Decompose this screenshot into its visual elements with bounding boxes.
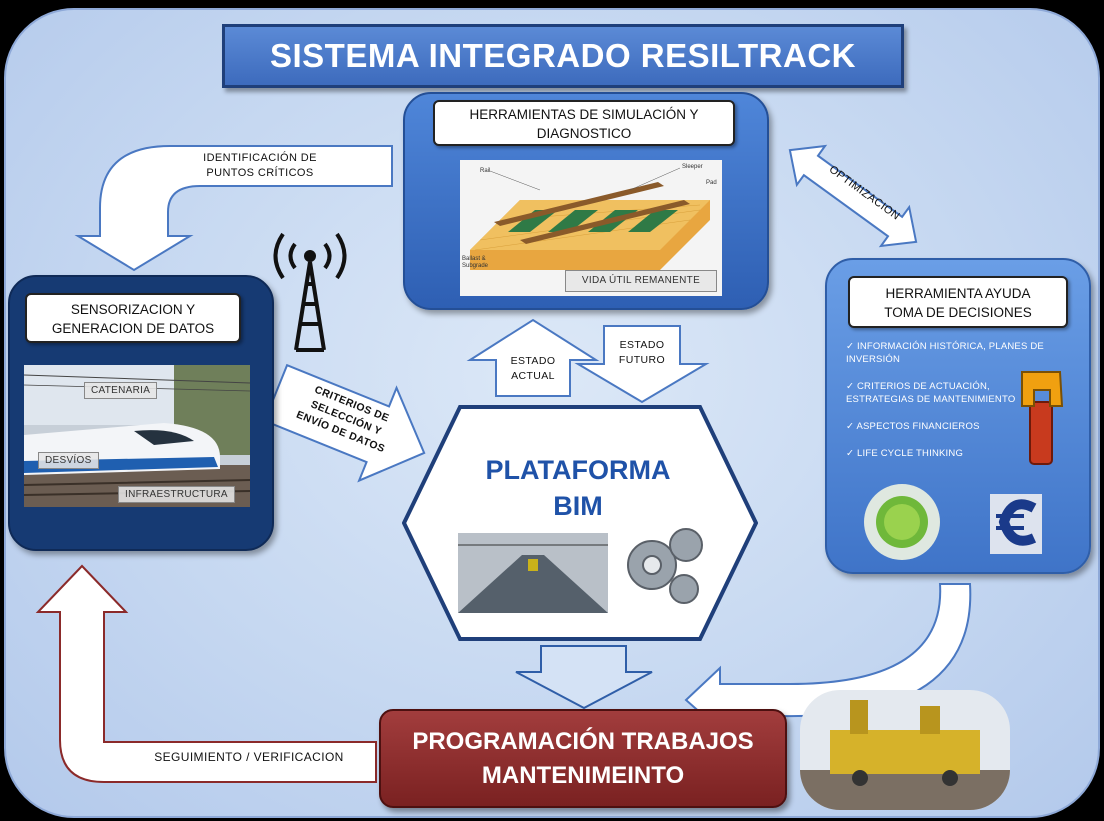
simulation-title-line2: DIAGNOSTICO bbox=[536, 126, 632, 141]
infrastructure-tag: INFRAESTRUCTURA bbox=[118, 486, 235, 503]
maintenance-line1: PROGRAMACIÓN TRABAJOS bbox=[412, 728, 754, 755]
subgrade-label: Subgrade bbox=[462, 263, 489, 269]
criteria-arrow bbox=[263, 363, 426, 483]
decision-item-lifecycle: ✓ LIFE CYCLE THINKING bbox=[846, 448, 964, 459]
maintenance-box: PROGRAMACIÓN TRABAJOS MANTENIMEINTO bbox=[379, 709, 787, 808]
pad-label: Pad bbox=[706, 180, 717, 186]
sensors-title-line2: GENERACION DE DATOS bbox=[51, 321, 215, 336]
future-state-arrow bbox=[574, 325, 710, 404]
current-state-arrow bbox=[466, 318, 600, 397]
decision-item-finance: ✓ ASPECTOS FINANCIEROS bbox=[846, 421, 980, 432]
decision-item-criteria: ✓ CRITERIOS DE ACTUACIÓN, ESTRATEGIAS DE… bbox=[846, 381, 1016, 405]
bim-tunnel-image bbox=[458, 533, 608, 613]
track-model-illustration: Rail Sleeper Pad Ballast & Subgrade bbox=[462, 164, 717, 270]
bim-platform bbox=[401, 405, 759, 641]
identification-line2: PUNTOS CRÍTICOS bbox=[206, 167, 314, 179]
sensors-title: SENSORIZACION Y GENERACION DE DATOS bbox=[25, 293, 241, 343]
maintenance-machine-photo bbox=[800, 690, 1010, 810]
future-state-label: ESTADO FUTURO bbox=[606, 338, 678, 368]
track-model-image: Rail Sleeper Pad Ballast & Subgrade bbox=[460, 160, 722, 296]
sensors-title-line1: SENSORIZACION Y bbox=[70, 302, 196, 317]
current-state-label: ESTADO ACTUAL bbox=[498, 354, 568, 384]
future-state-line2: FUTURO bbox=[618, 354, 666, 366]
bim-to-maintenance-arrow bbox=[515, 645, 653, 710]
decision-title-line1: HERRAMIENTA AYUDA bbox=[885, 286, 1031, 301]
bim-title-line2: BIM bbox=[553, 491, 603, 521]
identification-arrow bbox=[74, 145, 393, 272]
maintenance-line2: MANTENIMEINTO bbox=[481, 762, 685, 789]
simulation-title-line1: HERRAMIENTAS DE SIMULACIÓN Y bbox=[469, 107, 699, 122]
decision-item-history: ✓ INFORMACIÓN HISTÓRICA, PLANES DE INVER… bbox=[846, 341, 1044, 365]
current-state-line2: ACTUAL bbox=[511, 370, 555, 382]
bim-hexagon bbox=[401, 405, 759, 641]
simulation-title: HERRAMIENTAS DE SIMULACIÓN Y DIAGNOSTICO bbox=[433, 100, 735, 146]
identification-line1: IDENTIFICACIÓN DE bbox=[203, 152, 317, 164]
decision-list: ✓ INFORMACIÓN HISTÓRICA, PLANES DE INVER… bbox=[846, 340, 1078, 474]
identification-arrow-label: IDENTIFICACIÓN DE PUNTOS CRÍTICOS bbox=[186, 151, 334, 181]
page-title: SISTEMA INTEGRADO RESILTRACK bbox=[222, 24, 904, 88]
remaining-life-tag: VIDA ÚTIL REMANENTE bbox=[565, 270, 717, 292]
rail-label: Rail bbox=[480, 168, 490, 174]
bim-title-line1: PLATAFORMA bbox=[485, 455, 671, 485]
decision-title: HERRAMIENTA AYUDA TOMA DE DECISIONES bbox=[848, 276, 1068, 328]
gears-icon bbox=[627, 528, 703, 604]
decision-title-line2: TOMA DE DECISIONES bbox=[884, 305, 1032, 320]
optimization-arrow bbox=[788, 144, 918, 248]
future-state-line1: ESTADO bbox=[619, 339, 665, 351]
sleeper-label: Sleeper bbox=[682, 164, 703, 170]
tracking-arrow bbox=[35, 564, 377, 783]
tracking-label: SEGUIMIENTO / VERIFICACION bbox=[154, 750, 344, 764]
bim-title: PLATAFORMA BIM bbox=[478, 452, 678, 524]
switches-tag: DESVÍOS bbox=[38, 452, 99, 469]
maintenance-machine-illustration bbox=[800, 690, 1010, 810]
catenary-tag: CATENARIA bbox=[84, 382, 158, 399]
current-state-line1: ESTADO bbox=[510, 355, 556, 367]
ballast-label: Ballast & bbox=[462, 256, 486, 262]
